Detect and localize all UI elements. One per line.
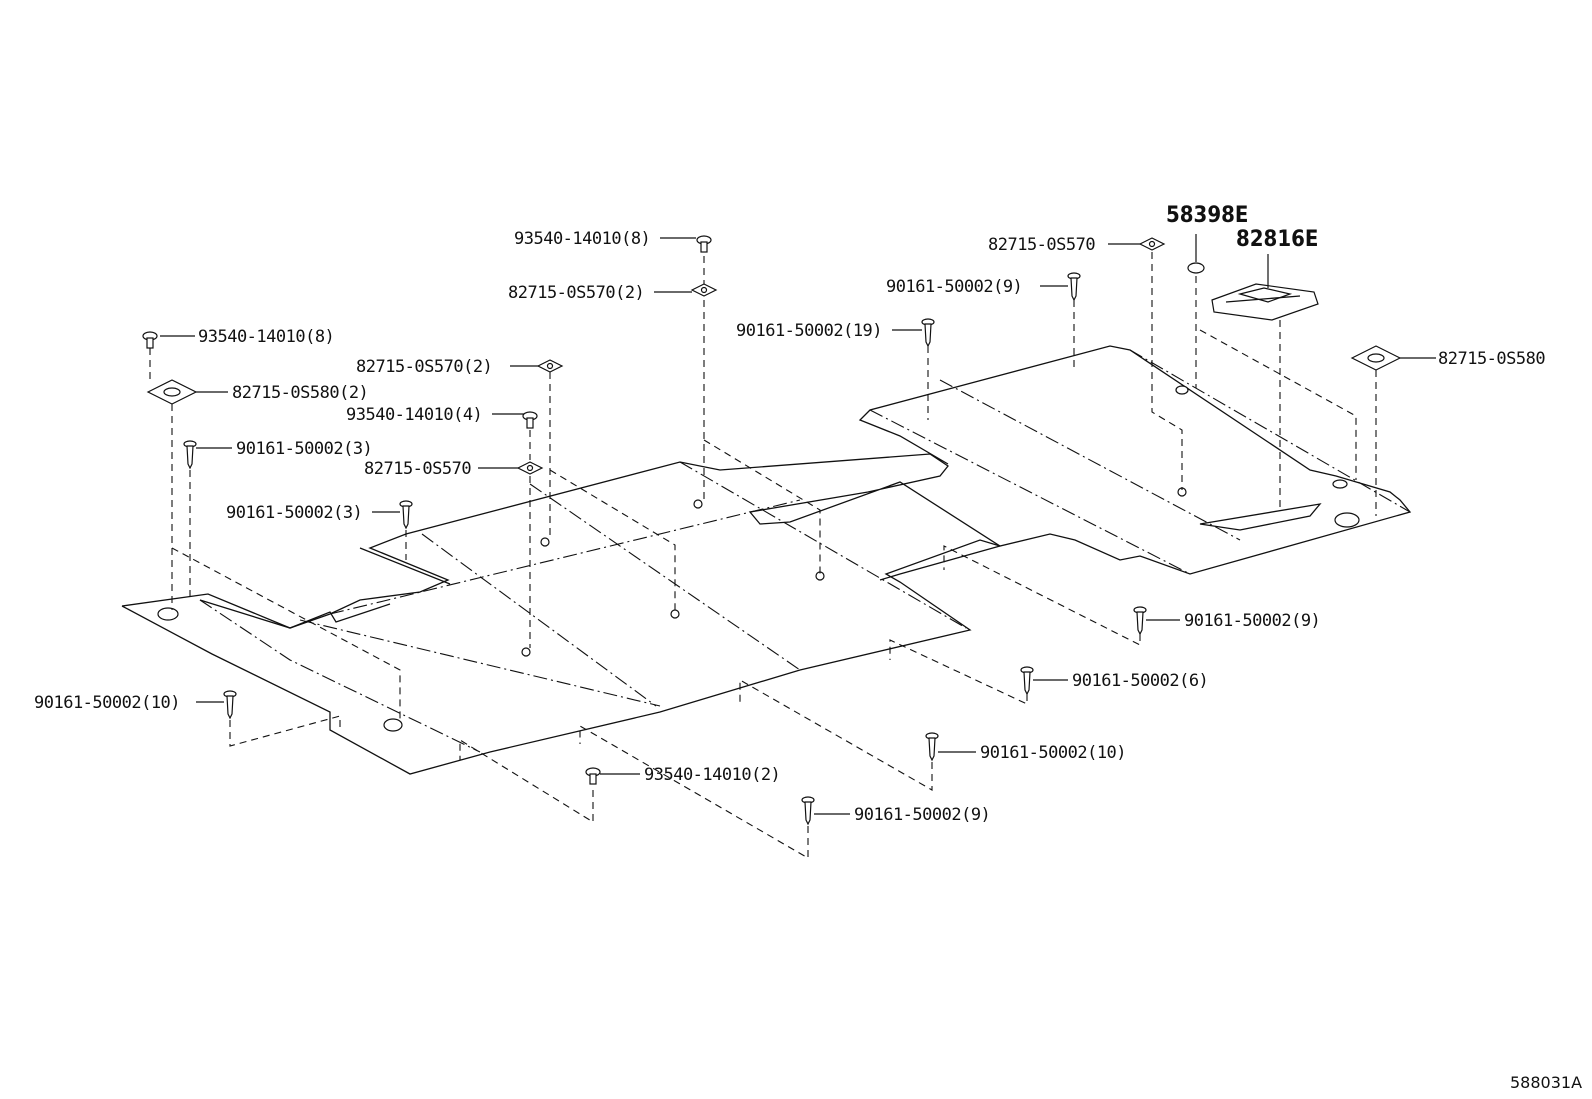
panel-centerlines [199,349,1411,753]
cover-plate-icon [1211,283,1319,321]
leader-lines [160,234,1436,815]
callout-label: 90161-50002(6) [1072,671,1208,691]
callout-label: 90161-50002(9) [854,805,990,825]
callout-label: 82715-0S570(2) [508,283,644,303]
callout-label: 58398E [1166,203,1248,228]
diagram-reference-code: 588031A [1510,1073,1582,1092]
callout-label: 93540-14010(8) [198,327,334,347]
floor-panel-outline [121,345,1412,775]
callout-label: 82715-0S570 [988,235,1095,255]
callout-label: 90161-50002(19) [736,321,882,341]
callout-label: 82715-0S580(2) [232,383,368,403]
callout-label: 90161-50002(9) [1184,611,1320,631]
callout-label: 90161-50002(10) [34,693,180,713]
callout-label: 90161-50002(10) [980,743,1126,763]
callout-labels: 93540-14010(8) 82715-0S570(2) 93540-1401… [34,203,1546,825]
screw-icon [142,235,1147,826]
assembly-lines [149,252,1377,859]
callout-label: 93540-14010(2) [644,765,780,785]
grommet-icon [1187,262,1205,274]
callout-label: 90161-50002(9) [886,277,1022,297]
fastener-holes [157,385,1360,732]
callout-label: 90161-50002(3) [226,503,362,523]
callout-label: 82715-0S570(2) [356,357,492,377]
callout-label: 82715-0S580 [1438,349,1545,369]
callout-label: 82715-0S570 [364,459,471,479]
pad-icon [146,237,1402,475]
callout-label: 90161-50002(3) [236,439,372,459]
callout-label: 93540-14010(4) [346,405,482,425]
callout-label: 82816E [1236,227,1318,252]
callout-label: 93540-14010(8) [514,229,650,249]
